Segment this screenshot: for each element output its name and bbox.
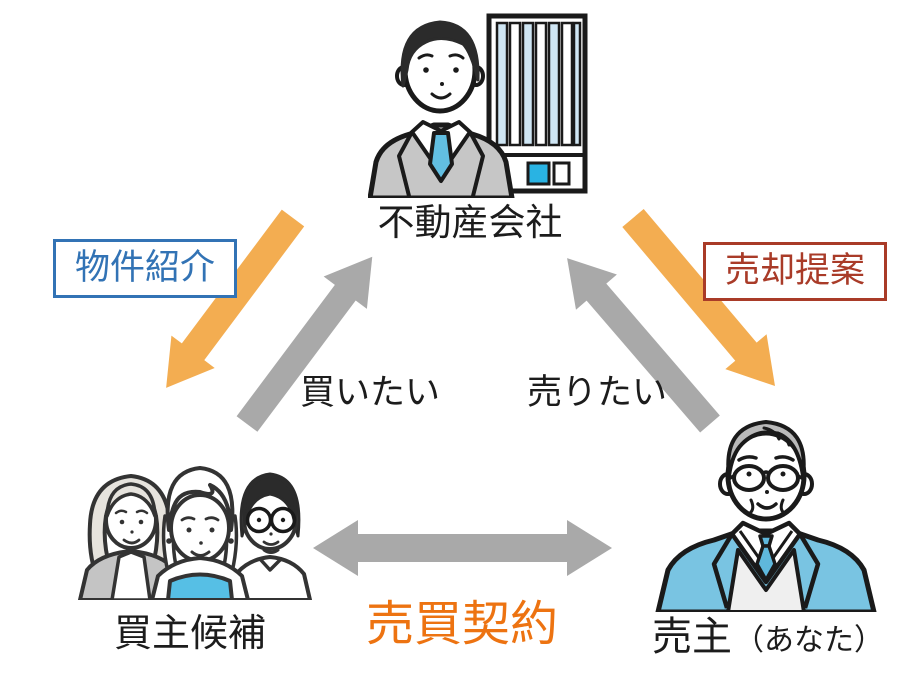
sale-proposal-arrow bbox=[622, 208, 776, 387]
want-to-buy-arrow bbox=[236, 256, 373, 432]
want-to-buy-label: 買いたい bbox=[300, 373, 441, 413]
want-to-sell-arrow bbox=[567, 258, 720, 433]
company-node bbox=[368, 6, 590, 198]
seller-label-main: 売主 bbox=[652, 614, 732, 660]
sales-contract-label: 売買契約 bbox=[366, 596, 559, 652]
company-label: 不動産会社 bbox=[377, 201, 563, 244]
property-intro-tag: 物件紹介 bbox=[53, 239, 238, 298]
seller-label-suffix: （あなた） bbox=[734, 623, 884, 658]
businessman-with-building-icon bbox=[368, 13, 588, 198]
three-buyer-candidates-icon bbox=[78, 466, 312, 600]
seller-label: 売主 （あなた） bbox=[630, 615, 906, 659]
elderly-man-icon bbox=[655, 420, 877, 612]
want-to-sell-label: 売りたい bbox=[527, 373, 668, 413]
sale-proposal-tag: 売却提案 bbox=[703, 242, 888, 301]
property-intro-arrow bbox=[166, 209, 305, 388]
seller-node bbox=[652, 412, 880, 612]
sales-contract-arrow bbox=[313, 520, 612, 576]
buyers-node bbox=[52, 440, 332, 600]
buyers-label: 買主候補 bbox=[113, 611, 266, 655]
